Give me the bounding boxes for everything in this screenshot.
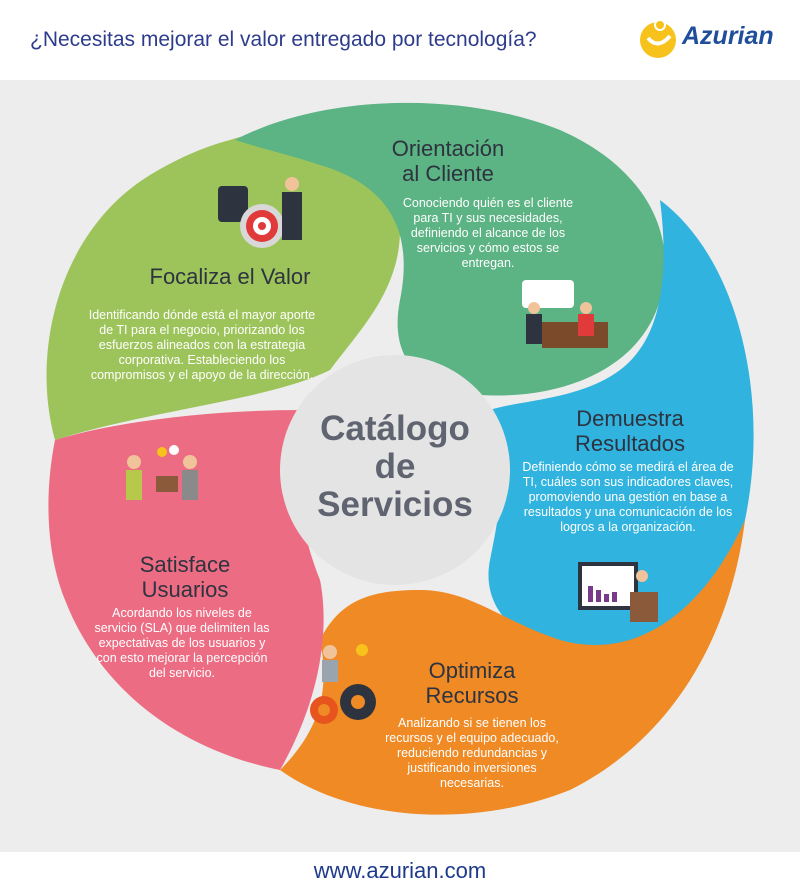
- segment-focaliza: [46, 131, 400, 441]
- center-title-line2: de: [374, 447, 416, 486]
- gears-person-icon: [310, 644, 376, 724]
- optimiza-title-line1: Optimiza: [428, 658, 516, 683]
- meeting-desk-icon: [522, 280, 608, 348]
- satisface-title-line1: Satisface: [139, 552, 231, 577]
- orientacion-title-line1: Orientación: [391, 136, 505, 161]
- segment-satisface: [48, 410, 324, 770]
- demuestra-title: Demuestra Resultados: [560, 406, 700, 456]
- azurian-logo[interactable]: Azurian: [636, 16, 776, 60]
- header: ¿Necesitas mejorar el valor entregado po…: [0, 0, 800, 80]
- center-circle: [280, 355, 510, 585]
- demuestra-description: Definiendo cómo se medirá el área de TI,…: [522, 460, 734, 534]
- center-title-line3: Servicios: [317, 485, 473, 524]
- optimiza-title: Optimiza Recursos: [402, 658, 542, 708]
- optimiza-title-line2: Recursos: [425, 683, 519, 708]
- orientacion-description: Conociendo quién es el cliente para TI y…: [402, 196, 574, 270]
- demuestra-title-line1: Demuestra: [576, 406, 684, 431]
- service-catalog-diagram: [46, 102, 754, 815]
- optimiza-description: Analizando si se tienen los recursos y e…: [385, 716, 559, 790]
- logo-mark-icon: [640, 19, 676, 58]
- logo-text: Azurian: [682, 22, 774, 50]
- segment-demuestra: [488, 200, 754, 650]
- satisface-description: Acordando los niveles de servicio (SLA) …: [94, 606, 270, 680]
- orientacion-title: Orientación al Cliente: [378, 136, 518, 186]
- demuestra-title-line2: Resultados: [574, 431, 686, 456]
- segment-optimiza: [280, 520, 745, 815]
- satisface-title: Satisface Usuarios: [120, 552, 250, 602]
- orientacion-title-line2: al Cliente: [402, 161, 494, 186]
- focaliza-title: Focaliza el Valor: [149, 264, 311, 289]
- satisface-title-line2: Usuarios: [141, 577, 229, 602]
- center-title-line1: Catálogo: [320, 409, 470, 448]
- focaliza-description: Identificando dónde está el mayor aporte…: [88, 308, 316, 382]
- presentation-chart-icon: [578, 562, 658, 622]
- users-gift-icon: [126, 445, 198, 500]
- footer-url-link[interactable]: www.azurian.com: [313, 858, 487, 883]
- header-title: ¿Necesitas mejorar el valor entregado po…: [30, 28, 537, 51]
- center-title: Catálogo de Servicios: [300, 410, 490, 524]
- footer: www.azurian.com: [0, 852, 800, 892]
- target-megaphone-icon: [218, 177, 302, 248]
